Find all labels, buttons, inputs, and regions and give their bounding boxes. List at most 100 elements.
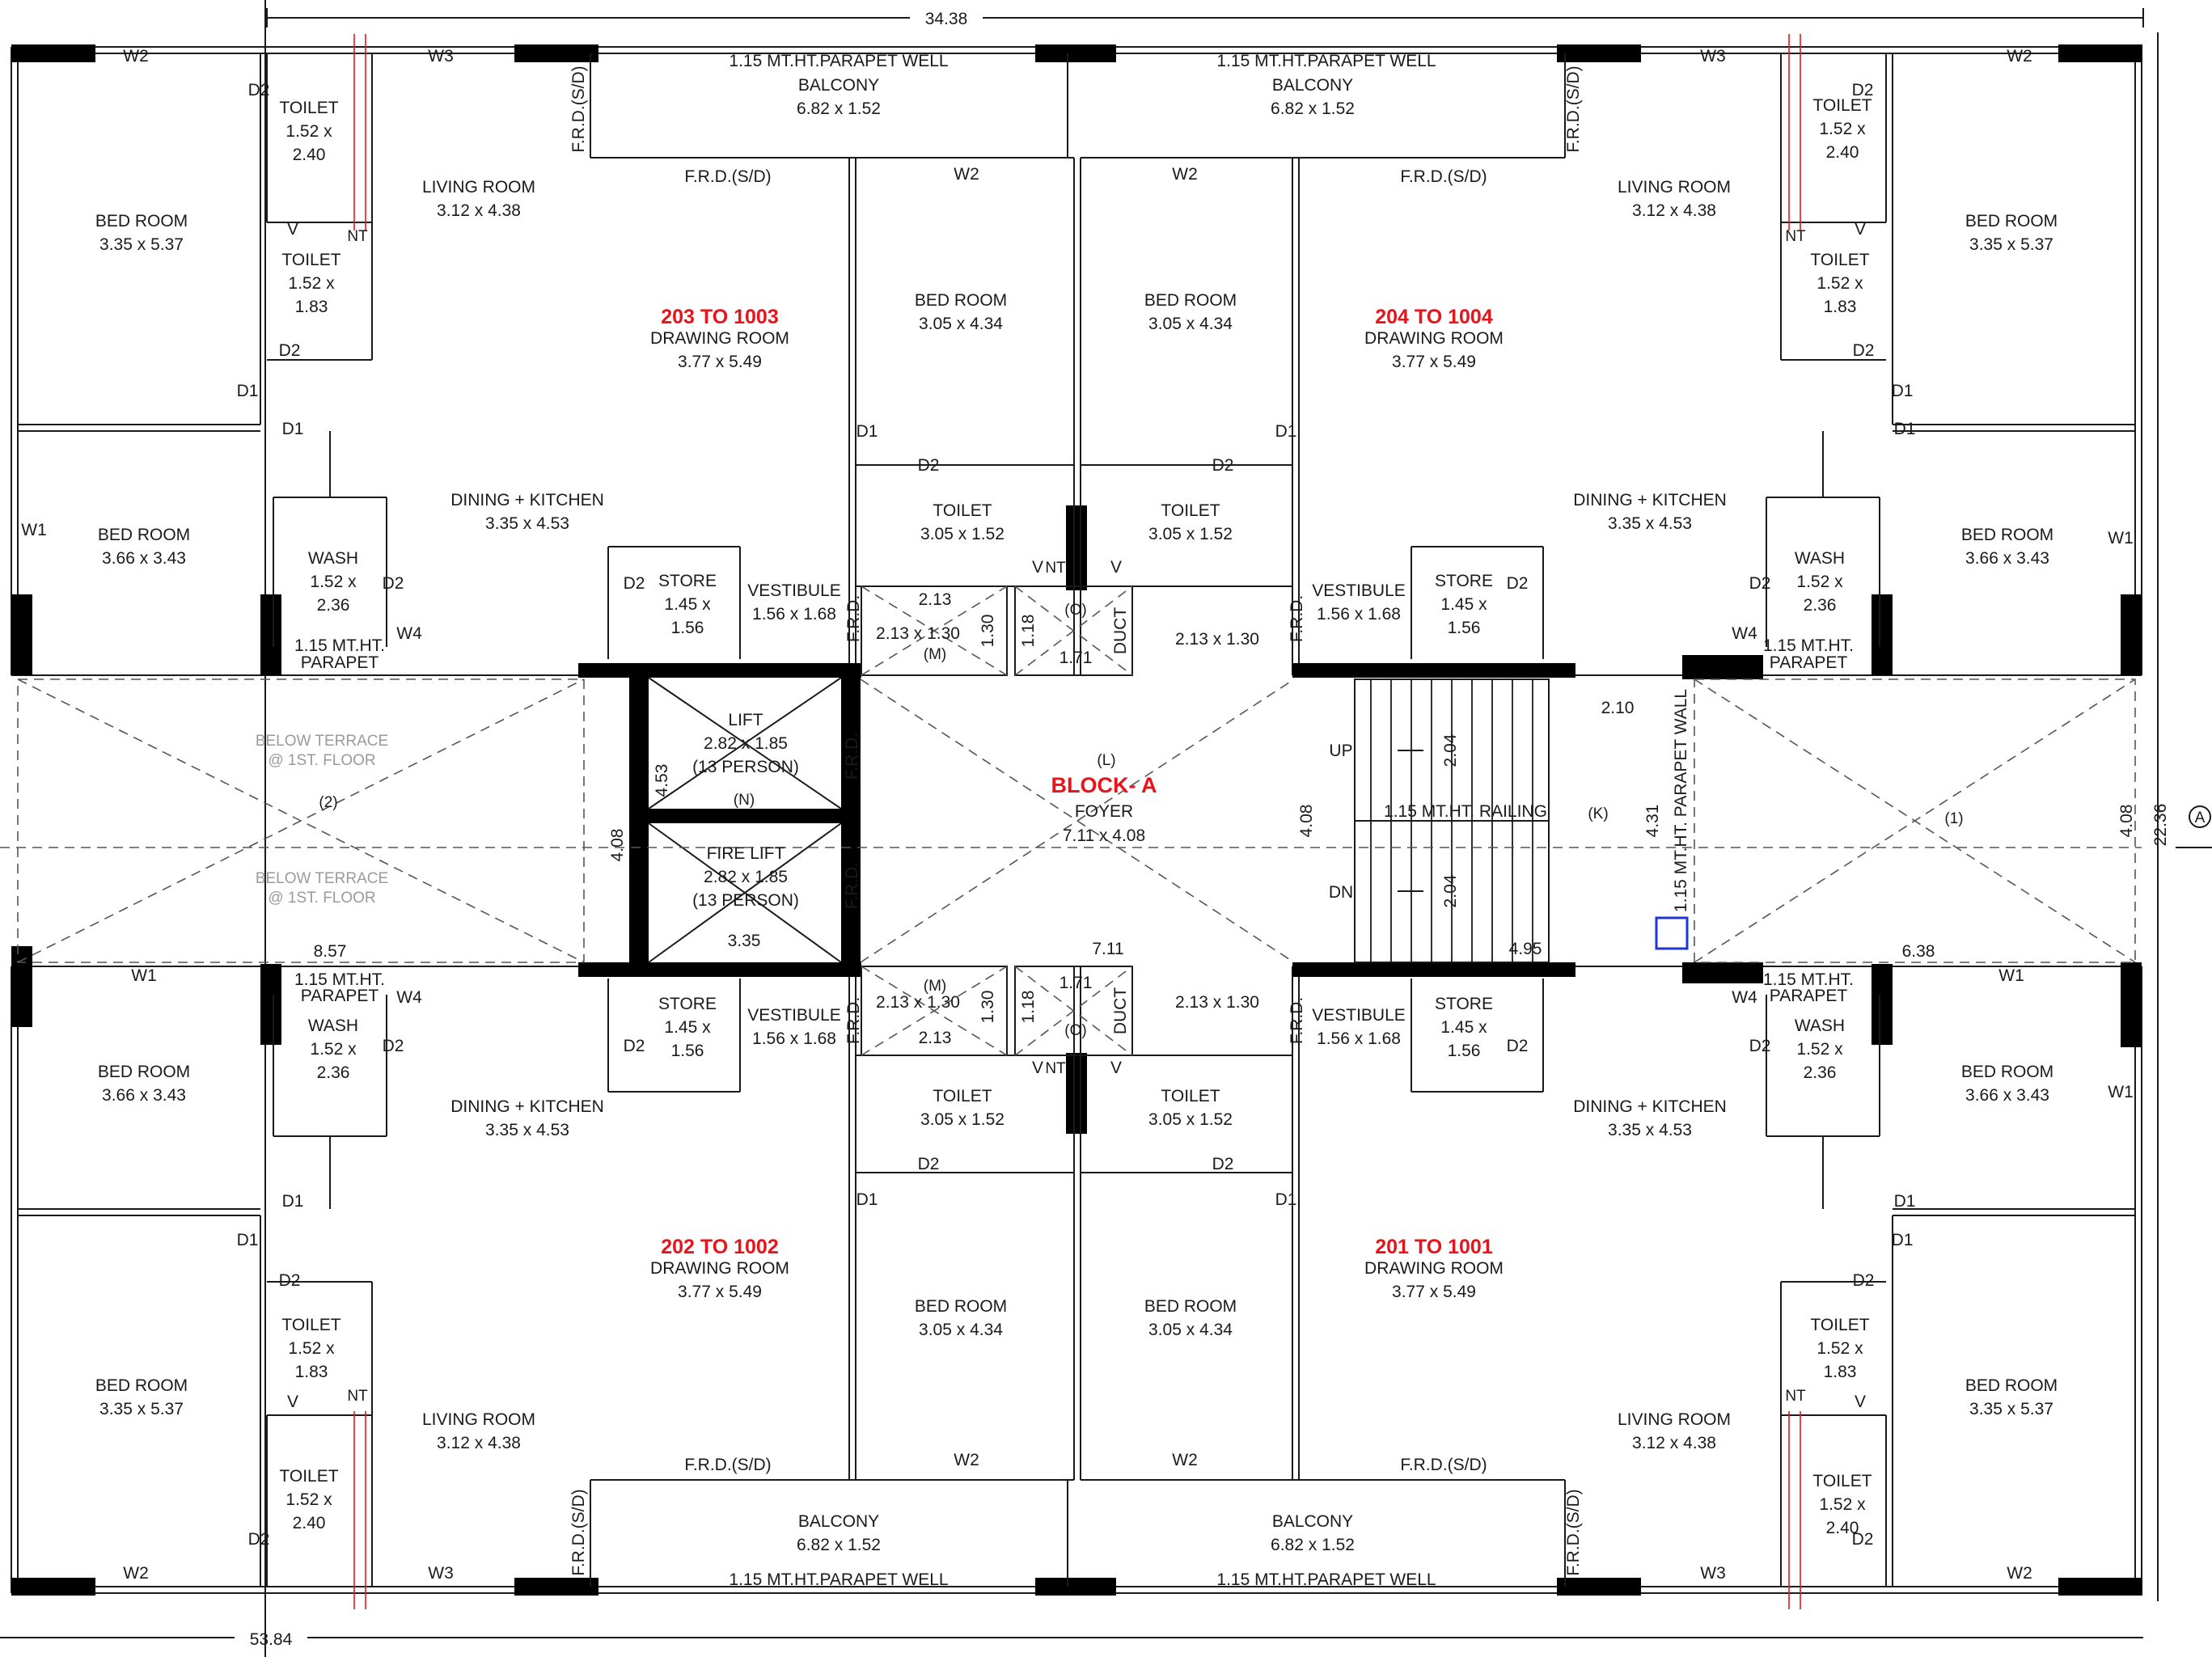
room-tr-toilet1-size: 1.52 x xyxy=(1819,120,1866,138)
opening-tag-d1-56: D1 xyxy=(1892,1231,1914,1249)
opening-tag-d2-13: D2 xyxy=(383,574,404,593)
room-tr-toilet2-size: 1.52 x xyxy=(1817,274,1863,293)
opening-tag-w2-0: W2 xyxy=(123,47,149,66)
room-br-vest-size: 1.56 x 1.68 xyxy=(1317,1029,1401,1048)
unit-label-bl: 202 TO 1002 xyxy=(661,1236,778,1258)
frd-sd-vert-tr: F.R.D.(S/D) xyxy=(1564,66,1583,152)
frd-sd-tr: F.R.D.(S/D) xyxy=(1400,167,1487,186)
shaft-size-tl: 2.13 x 1.30 xyxy=(876,624,960,643)
room-tr-store-size: 1.45 x xyxy=(1440,595,1487,614)
room-bl-drawing-name: DRAWING ROOM xyxy=(650,1259,789,1278)
room-bl-drawing-size: 3.77 x 5.49 xyxy=(678,1283,762,1301)
room-bl-cbed-name: BED ROOM xyxy=(915,1297,1007,1316)
dim-408-left: 4.08 xyxy=(608,829,627,862)
room-tl-ctoilet-size: 3.05 x 1.52 xyxy=(920,525,1004,543)
room-br-store-name: STORE xyxy=(1435,995,1493,1013)
room-bl-ctoilet-size: 3.05 x 1.52 xyxy=(920,1110,1004,1129)
dim-204-bottom: 2.04 xyxy=(1441,874,1460,907)
opening-tag-d2-17: D2 xyxy=(918,456,940,475)
opening-tag-nt-25: NT xyxy=(1785,228,1806,245)
opening-tag-w1-54: W1 xyxy=(1998,966,2024,985)
room-tl-wash-size: 1.52 x xyxy=(310,573,357,591)
opening-tag-d2-27: D2 xyxy=(1852,81,1874,99)
frd-sd-tl: F.R.D.(S/D) xyxy=(684,167,771,186)
room-tl-dining-size: 3.35 x 4.53 xyxy=(485,514,569,533)
frd-sd-vert-tl: F.R.D.(S/D) xyxy=(569,66,588,152)
room-tl-toilet1-size: 1.52 x xyxy=(285,122,332,141)
room-bl-bed1-name: BED ROOM xyxy=(95,1376,188,1395)
opening-tag-d2-51: D2 xyxy=(1507,1037,1529,1055)
room-tl-toilet1-name: TOILET xyxy=(279,99,338,117)
opening-tag-d2-21: D2 xyxy=(1749,574,1771,593)
room-bl-store-name: STORE xyxy=(658,995,717,1013)
room-br-toilet1-name: TOILET xyxy=(1812,1472,1872,1490)
room-lift-name: LIFT xyxy=(728,711,763,729)
opening-tag-d2-38: D2 xyxy=(279,1271,301,1290)
opening-tag-w1-29: W1 xyxy=(2108,529,2134,547)
opening-tag-v-59: V xyxy=(1855,1393,1866,1411)
room-tr-store-name: STORE xyxy=(1435,572,1493,590)
room-tr-cbed-name: BED ROOM xyxy=(1144,291,1237,310)
room-bl-wash-size2: 2.36 xyxy=(317,1063,350,1082)
room-tr-store-size2: 1.56 xyxy=(1448,619,1481,637)
room-br-bed1-size: 3.35 x 5.37 xyxy=(1969,1400,2053,1418)
opening-tag-d1-46: D1 xyxy=(856,1190,878,1209)
foyer-size: 7.11 x 4.08 xyxy=(1063,826,1145,845)
room-bl-toilet2-size: 1.52 x xyxy=(288,1339,335,1358)
opening-tag-v-30: V xyxy=(1032,558,1043,577)
room-tr-vest-size: 1.56 x 1.68 xyxy=(1317,605,1401,623)
opening-tag-w3-4: W3 xyxy=(1700,47,1726,66)
opening-tag-d2-52: D2 xyxy=(1749,1037,1771,1055)
room-tr-wash-name: WASH xyxy=(1795,549,1845,568)
dim-453: 4.53 xyxy=(653,764,671,797)
room-tr-drawing-name: DRAWING ROOM xyxy=(1364,329,1504,348)
room-bl-toilet1-size: 1.52 x xyxy=(285,1490,332,1509)
room-tr-bed2-size: 3.66 x 3.43 xyxy=(1965,549,2049,568)
stair-up: UP xyxy=(1329,742,1352,760)
room-tl-bed2-size: 3.66 x 3.43 xyxy=(102,549,186,568)
room-tl-bed2-name: BED ROOM xyxy=(98,526,190,544)
parapet-a-tl: 1.15 MT.HT. xyxy=(294,636,385,655)
opening-tag-d2-35: D2 xyxy=(383,1037,404,1055)
opening-tag-d2-7: D2 xyxy=(279,341,301,360)
room-tl-living-name: LIVING ROOM xyxy=(422,178,535,197)
room-tl-toilet2-size2: 1.83 xyxy=(295,298,328,316)
room-br-dining-size: 3.35 x 4.53 xyxy=(1608,1121,1692,1139)
frd-lift: F.R.D. xyxy=(843,733,861,780)
opening-tag-w2-48: W2 xyxy=(1172,1451,1198,1469)
terrace-lower-b: @ 1ST. FLOOR xyxy=(268,890,375,907)
room-tr-dining-name: DINING + KITCHEN xyxy=(1573,491,1727,509)
room-tl-wash-size2: 2.36 xyxy=(317,596,350,615)
opening-tag-w1-55: W1 xyxy=(2108,1083,2134,1101)
parapet-a-bl: 1.15 MT.HT. xyxy=(294,970,385,989)
frd-sd-vert-br: F.R.D.(S/D) xyxy=(1564,1489,1583,1575)
parapet-well-tl: 1.15 MT.HT.PARAPET WELL xyxy=(729,52,948,70)
room-bl-cbed-size: 3.05 x 4.34 xyxy=(919,1321,1003,1339)
room-br-bed1-name: BED ROOM xyxy=(1965,1376,2058,1395)
room-tr-living-name: LIVING ROOM xyxy=(1618,178,1731,197)
opening-tag-v-39: V xyxy=(287,1393,298,1411)
room-bl-ctoilet-name: TOILET xyxy=(933,1087,992,1105)
room-br-toilet2-name: TOILET xyxy=(1810,1316,1869,1334)
opening-tag-d2-61: D2 xyxy=(1852,1530,1874,1549)
room-bl-balcony-name: BALCONY xyxy=(798,1512,879,1531)
room-br-bed2-name: BED ROOM xyxy=(1961,1063,2053,1081)
room-tl-drawing-size: 3.77 x 5.49 xyxy=(678,353,762,371)
railing-label: 1.15 MT.HT. RAILING xyxy=(1384,802,1547,821)
room-bl-balcony-size: 6.82 x 1.52 xyxy=(797,1536,881,1554)
parapet-wall-label: 1.15 MT.HT. PARAPET WALL xyxy=(1672,689,1690,912)
parapet-well-tr: 1.15 MT.HT.PARAPET WELL xyxy=(1216,52,1436,70)
room-tr-living-size: 3.12 x 4.38 xyxy=(1632,201,1716,220)
opening-tag-d1-16: D1 xyxy=(856,422,878,441)
tag-n: (N) xyxy=(734,792,755,809)
room-tr-ctoilet-name: TOILET xyxy=(1161,501,1220,520)
opening-tag-w3-43: W3 xyxy=(428,1564,454,1583)
room-br-store-size: 1.45 x xyxy=(1440,1018,1487,1037)
room-tl-cbed-size: 3.05 x 4.34 xyxy=(919,315,1003,333)
room-tl-toilet1-size2: 2.40 xyxy=(293,146,326,164)
room-tr-bed1-name: BED ROOM xyxy=(1965,212,2058,230)
terrace-lower-a: BELOW TERRACE xyxy=(256,870,388,887)
duct-bottom: DUCT xyxy=(1111,987,1130,1034)
